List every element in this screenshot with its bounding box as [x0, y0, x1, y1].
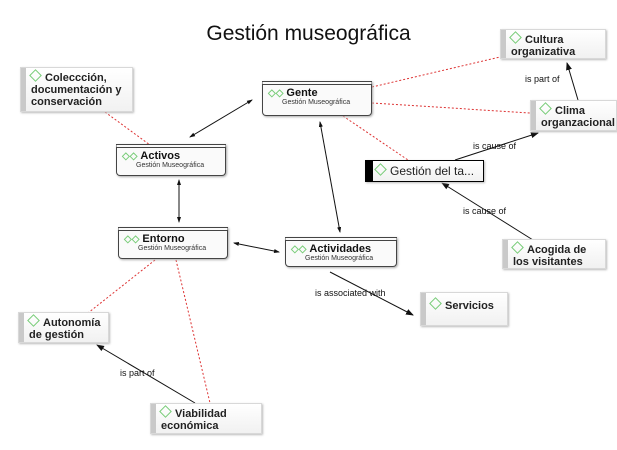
link-actividades-servicios	[329, 271, 414, 316]
relation-label: is cause of	[463, 206, 507, 216]
code-icon	[29, 69, 42, 82]
link-viabilidad-autonomia	[96, 344, 196, 404]
group-title: Entorno	[142, 233, 185, 245]
code-label: Cultura organizativa	[511, 34, 576, 58]
code-label: Coleccción, documentación y conservación	[31, 72, 122, 108]
code-label: Autonomía de gestión	[29, 317, 101, 341]
link-clima-cultura	[566, 62, 579, 101]
group-subtitle: Gestión Museográfica	[305, 255, 374, 262]
group-icon: ◇◇	[268, 88, 284, 99]
code-coleccion[interactable]: Coleccción, documentación y conservación	[20, 67, 133, 112]
code-icon	[539, 102, 552, 115]
group-icon: ◇◇	[291, 244, 307, 255]
code-icon	[27, 314, 40, 327]
link-entorno-viabilidad	[175, 259, 211, 404]
group-icon: ◇◇	[122, 151, 138, 162]
relation-label: is part of	[525, 74, 560, 84]
code-icon	[429, 297, 442, 310]
link-gestion-clima	[454, 132, 539, 161]
link-acogida-gestion	[441, 182, 534, 241]
code-cultura[interactable]: Cultura organizativa	[500, 29, 606, 59]
code-autonomia[interactable]: Autonomía de gestión	[18, 312, 109, 343]
group-icon: ◇◇	[124, 234, 140, 245]
relation-label: is part of	[120, 368, 155, 378]
group-subtitle: Gestión Museográfica	[136, 162, 205, 169]
link-gente-gestion	[342, 115, 409, 161]
link-gente-actividades	[318, 121, 342, 233]
code-icon	[511, 241, 524, 254]
code-icon	[374, 163, 387, 176]
code-icon	[509, 31, 522, 44]
code-label: Viabilidad económica	[161, 408, 227, 432]
code-label: Acogida de los visitantes	[513, 244, 587, 268]
code-acogida[interactable]: Acogida de los visitantes	[502, 239, 606, 269]
relation-label: is cause of	[473, 141, 517, 151]
link-gente-clima	[371, 102, 531, 114]
code-gestion[interactable]: Gestión del ta...	[365, 160, 484, 182]
code-servicios[interactable]: Servicios	[420, 292, 508, 326]
link-coleccion-activos	[104, 111, 151, 146]
link-entorno-actividades	[233, 242, 280, 253]
relation-label: is associated with	[315, 288, 386, 298]
group-subtitle: Gestión Museográfica	[282, 99, 351, 106]
code-viabilidad[interactable]: Viabilidad económica	[150, 403, 262, 434]
group-title: Actividades	[309, 243, 372, 255]
link-gente-cultura	[371, 56, 501, 88]
code-label: Servicios	[445, 300, 494, 312]
link-entorno-autonomia	[87, 259, 156, 314]
group-title: Activos	[140, 150, 181, 162]
code-label: Gestión del ta...	[390, 164, 475, 178]
link-gente-activos	[189, 99, 253, 138]
code-label: Clima organzacional	[541, 105, 615, 129]
code-clima[interactable]: Clima organzacional	[530, 100, 617, 131]
diagram-title: Gestión museográfica	[206, 22, 411, 45]
code-icon	[159, 405, 172, 418]
group-subtitle: Gestión Museográfica	[138, 245, 207, 252]
group-title: Gente	[286, 87, 318, 99]
